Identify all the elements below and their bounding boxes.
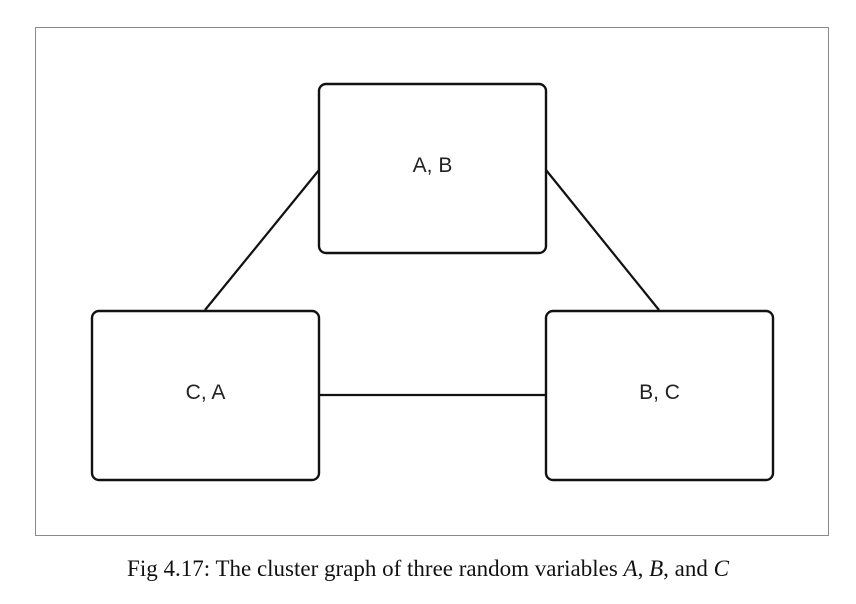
- caption-sep-2: , and: [663, 556, 714, 581]
- cluster-node-ab-box: [317, 82, 548, 255]
- caption-sep-1: ,: [637, 556, 650, 581]
- cluster-node-ca: C, A: [90, 309, 321, 482]
- cluster-node-ca-box: [90, 309, 321, 482]
- cluster-node-bc-label: B, C: [639, 381, 680, 404]
- cluster-node-ca-label: C, A: [186, 381, 226, 404]
- edge-ab-bc: [545, 169, 660, 311]
- caption-var-b: B: [649, 556, 664, 581]
- cluster-node-bc: B, C: [544, 309, 775, 482]
- figure-caption: Fig 4.17: The cluster graph of three ran…: [0, 556, 856, 582]
- caption-var-c: C: [713, 556, 729, 581]
- cluster-node-ab: A, B: [317, 82, 548, 255]
- caption-var-a: A: [623, 556, 638, 581]
- cluster-node-bc-box: [544, 309, 775, 482]
- caption-text: Fig 4.17: The cluster graph of three ran…: [127, 556, 624, 581]
- edge-ab-ca: [204, 169, 320, 311]
- cluster-node-ab-label: A, B: [413, 154, 453, 177]
